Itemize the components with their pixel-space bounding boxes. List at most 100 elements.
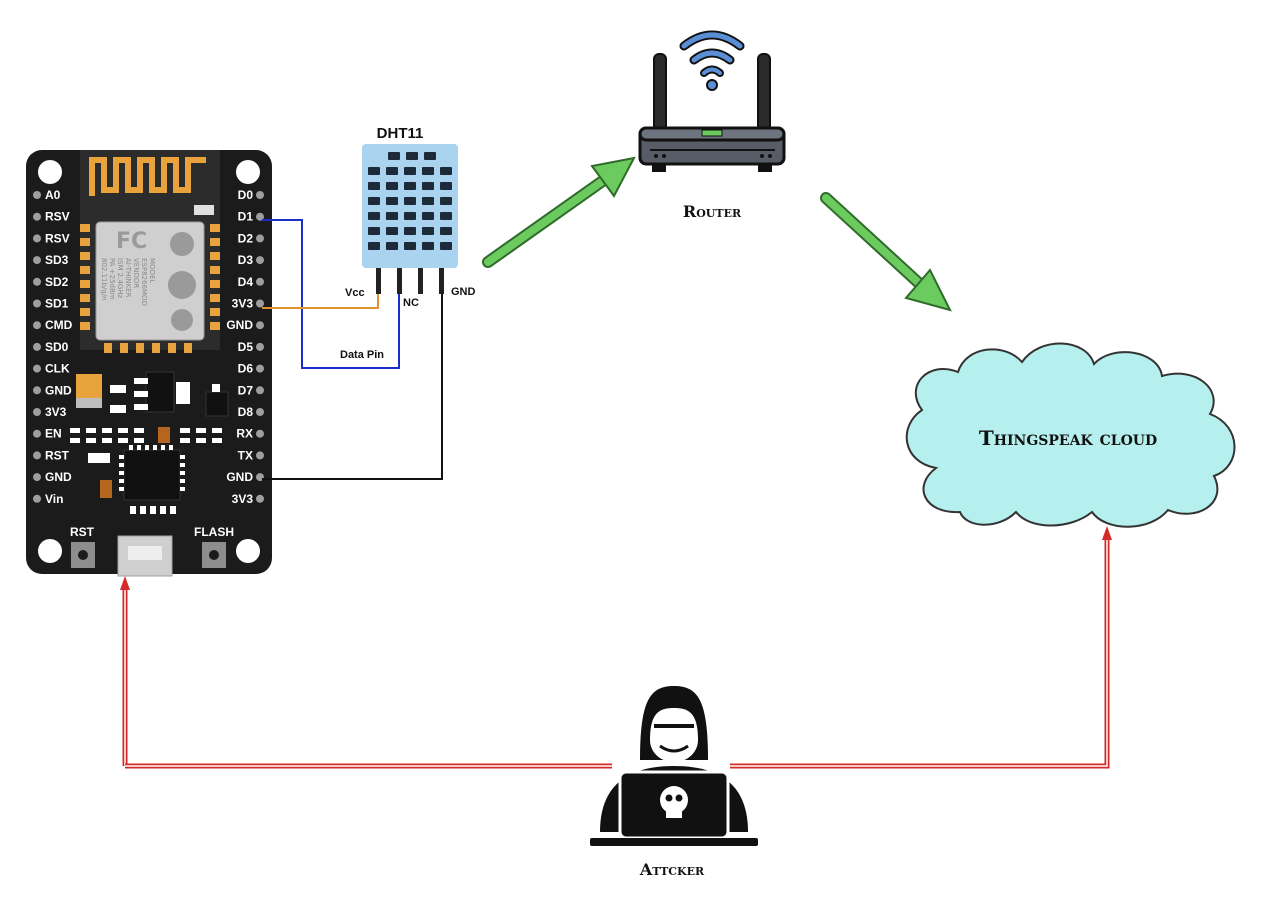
attack-line-cloud: [730, 538, 1110, 769]
pin-hole-icon: [256, 212, 264, 221]
mount-hole-icon: [236, 160, 260, 184]
sensor-vent-grid: [368, 152, 452, 250]
svg-text:ISM 2.4GHz: ISM 2.4GHz: [116, 258, 124, 299]
left-pin-label: RSV: [45, 210, 70, 224]
vent-slot: [440, 197, 452, 205]
cloud-label: Thingspeak cloud: [979, 426, 1157, 450]
right-pin-label: 3V3: [232, 297, 254, 311]
sensor-to-router-arrow: [482, 156, 636, 268]
right-pin-label: D4: [238, 275, 254, 289]
rst-button-label: RST: [70, 525, 95, 539]
pin-hole-icon: [256, 277, 264, 286]
right-pin-label: D1: [238, 210, 254, 224]
esp8266-module: FC MODEL ESP8266MOD VENDOR AI-THINKER IS…: [80, 150, 220, 353]
router-icon: [638, 30, 786, 172]
left-pin-label: RSV: [45, 231, 70, 245]
pin-hole-icon: [33, 386, 41, 395]
svg-text:AI-THINKER: AI-THINKER: [124, 258, 132, 298]
pin-hole-icon: [33, 256, 41, 265]
left-pin-label: SD3: [45, 253, 69, 267]
right-pin-label: RX: [236, 427, 253, 441]
right-pin-label: GND: [226, 470, 253, 484]
vent-slot: [386, 242, 398, 250]
left-pin-label: GND: [45, 470, 72, 484]
pin-hole-icon: [33, 321, 41, 330]
vent-slot: [368, 227, 380, 235]
data-flow-arrows: [482, 156, 952, 312]
svg-text:MODEL: MODEL: [148, 258, 156, 283]
wifi-logo-icon: [168, 271, 196, 299]
mount-hole-icon: [38, 160, 62, 184]
pin-hole-icon: [256, 451, 264, 460]
pin-hole-icon: [256, 299, 264, 308]
flash-button-label: FLASH: [194, 525, 234, 539]
pcb-antenna-icon: [89, 157, 206, 196]
vent-slot: [386, 212, 398, 220]
right-pin-label: D2: [238, 231, 254, 245]
nc-pin-label: NC: [403, 297, 419, 309]
right-pin-label: D8: [238, 405, 254, 419]
vent-slot: [440, 182, 452, 190]
right-pin-label: TX: [238, 448, 253, 462]
pin-hole-icon: [33, 429, 41, 438]
pin-hole-icon: [33, 277, 41, 286]
vent-slot: [440, 227, 452, 235]
led-icon: [88, 453, 110, 463]
hacker-icon: [590, 686, 758, 846]
pin-hole-icon: [256, 234, 264, 243]
svg-text:802.11b/g/n: 802.11b/g/n: [100, 258, 108, 301]
left-pin-label: EN: [45, 427, 62, 441]
right-pin-label: 3V3: [232, 492, 254, 506]
pin-hole-icon: [33, 494, 41, 503]
right-pin-label: D0: [238, 188, 254, 202]
data-wire: [262, 219, 400, 369]
attack-arrowhead-cloud-icon: [1102, 526, 1112, 540]
vent-slot: [386, 182, 398, 190]
pin-hole-icon: [33, 473, 41, 482]
left-pin-label: SD1: [45, 297, 69, 311]
wiring: [262, 219, 443, 480]
module-text: MODEL ESP8266MOD VENDOR AI-THINKER ISM 2…: [100, 258, 156, 306]
pin-hole-icon: [33, 234, 41, 243]
attacker-label: Attcker: [639, 860, 705, 879]
pin-hole-icon: [256, 321, 264, 330]
pin-hole-icon: [33, 451, 41, 460]
data-pin-label: Data Pin: [340, 349, 384, 361]
pin-hole-icon: [256, 408, 264, 416]
pin-hole-icon: [256, 256, 264, 265]
resistor-icon: [158, 427, 170, 443]
vent-slot: [368, 182, 380, 190]
pin-hole-icon: [33, 342, 41, 351]
svg-text:PA +25dBm: PA +25dBm: [108, 258, 116, 300]
vent-slot: [404, 197, 416, 205]
left-pin-label: SD2: [45, 275, 69, 289]
gnd-wire: [262, 294, 443, 480]
vent-slot: [422, 242, 434, 250]
vent-slot: [422, 227, 434, 235]
vent-slot: [368, 197, 380, 205]
diode-icon: [205, 391, 229, 417]
left-pin-label: SD0: [45, 340, 69, 354]
right-pin-label: D7: [238, 383, 254, 397]
pin-hole-icon: [256, 191, 264, 199]
smd-row: [70, 428, 222, 443]
vent-slot: [386, 227, 398, 235]
led-icon: [194, 205, 214, 215]
skull-icon: [660, 786, 688, 814]
sensor-leg-gnd: [439, 268, 444, 294]
vent-slot: [406, 152, 418, 160]
left-pin-label: GND: [45, 383, 72, 397]
right-pin-label: GND: [226, 318, 253, 332]
sensor-leg-nc: [418, 268, 423, 294]
vent-slot: [440, 242, 452, 250]
pin-hole-icon: [256, 342, 264, 351]
vent-slot: [404, 212, 416, 220]
vcc-pin-label: Vcc: [345, 287, 365, 299]
left-pin-label: 3V3: [45, 405, 67, 419]
vent-slot: [368, 212, 380, 220]
vent-slot: [422, 197, 434, 205]
vent-slot: [404, 167, 416, 175]
pin-hole-icon: [33, 408, 41, 416]
vent-slot: [422, 167, 434, 175]
